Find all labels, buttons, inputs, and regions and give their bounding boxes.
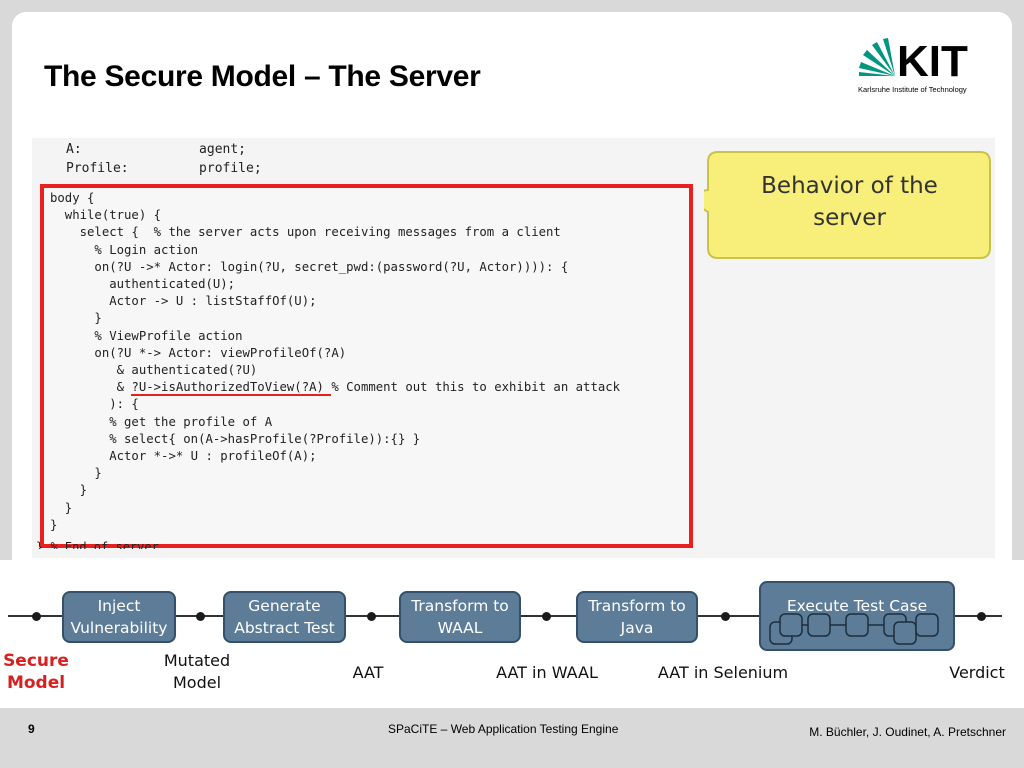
slide-title: The Secure Model – The Server: [44, 60, 481, 93]
server-code: body { while(true) { select { % the serv…: [50, 190, 620, 534]
logo-wordmark: KIT: [897, 37, 968, 86]
logo-subtitle: Karlsruhe Institute of Technology: [858, 85, 967, 94]
code-header: A: agent; Profile: profile;: [66, 142, 262, 176]
pipeline-dot: [542, 612, 551, 621]
step-inject-vulnerability: Inject Vulnerability: [62, 591, 176, 643]
label-mutated-model: Mutated Model: [160, 650, 234, 694]
label-aat: AAT: [352, 663, 384, 682]
footer: [0, 708, 1024, 768]
pipeline-dot: [721, 612, 730, 621]
step-transform-to-java: Transform to Java: [576, 591, 698, 643]
footer-authors: M. Büchler, J. Oudinet, A. Pretschner: [809, 725, 1006, 739]
pipeline-dot: [367, 612, 376, 621]
kit-logo: KIT: [859, 37, 968, 86]
footer-center-text: SPaCiTE – Web Application Testing Engine: [388, 722, 619, 736]
label-mutated-model-text: Mutated Model: [163, 651, 231, 692]
page-number: 9: [28, 722, 35, 736]
pipeline-dot: [32, 612, 41, 621]
underlined-condition: ?U->isAuthorizedToView(?A): [131, 380, 332, 397]
step-transform-to-waal: Transform to WAAL: [399, 591, 521, 643]
label-secure-model-text: Secure Model: [3, 651, 69, 693]
label-verdict: Verdict: [949, 663, 1005, 682]
execute-step-label: Execute Test Case: [786, 597, 928, 615]
pipeline-dot: [977, 612, 986, 621]
label-aat-in-waal: AAT in WAAL: [496, 663, 598, 682]
callout-bubble: [704, 151, 991, 259]
label-aat-in-selenium: AAT in Selenium: [657, 663, 789, 682]
code-tail: } % End of server: [36, 540, 159, 549]
callout-text: Behavior of the server: [761, 173, 938, 231]
code-part-1: body { while(true) { select { % the serv…: [50, 191, 569, 395]
code-highlight-box: [40, 184, 693, 548]
test-case-chain-icon: [769, 613, 939, 645]
step-generate-abstract-test: Generate Abstract Test: [223, 591, 346, 643]
pipeline-dot: [196, 612, 205, 621]
code-part-2: % Comment out this to exhibit an attack …: [50, 380, 621, 532]
label-secure-model: Secure Model: [0, 650, 72, 694]
